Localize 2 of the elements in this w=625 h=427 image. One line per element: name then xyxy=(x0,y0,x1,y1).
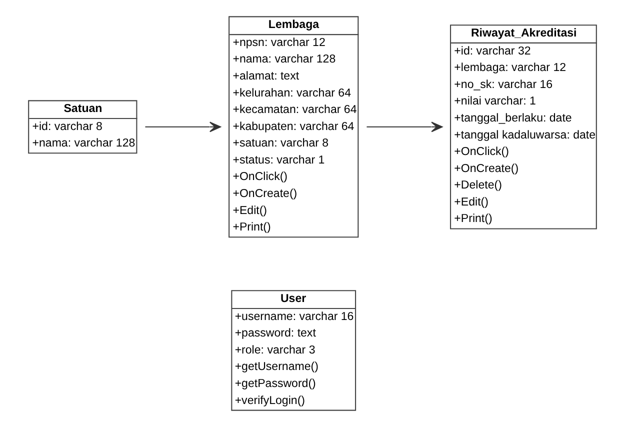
arrow xyxy=(366,122,443,132)
arrow xyxy=(145,122,221,132)
